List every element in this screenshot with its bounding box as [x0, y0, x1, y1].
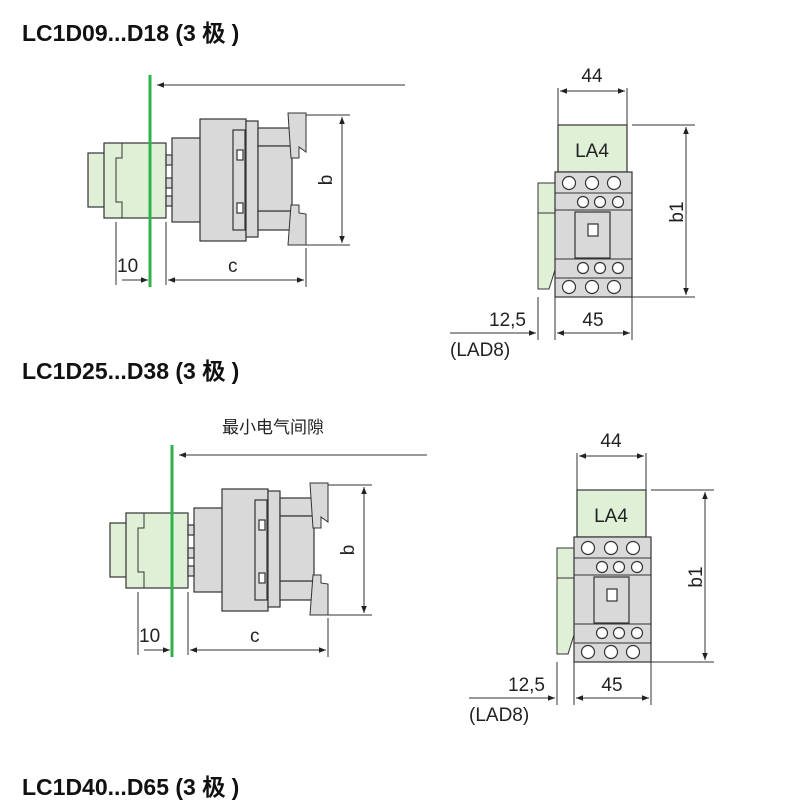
b1-label: b1	[667, 201, 688, 222]
contactor-rear	[257, 145, 293, 212]
coil-terminal	[606, 588, 618, 602]
bottom-rail-clip	[309, 574, 329, 616]
ten-label: 10	[117, 256, 138, 277]
contactor-mid	[245, 120, 259, 238]
section-title-d25-d38: LC1D25...D38 (3 极 )	[22, 358, 240, 384]
tab	[187, 547, 195, 559]
side-view-0: b 10 c	[87, 75, 405, 287]
terminal-screw	[606, 279, 622, 295]
c-label: c	[228, 256, 238, 277]
lower-arm	[279, 580, 315, 601]
terminal-screw	[625, 644, 641, 660]
top-rail-clip	[287, 112, 307, 159]
terminal-screw	[561, 175, 577, 191]
contactor-mid	[267, 490, 281, 608]
tab	[187, 524, 195, 536]
w45-label: 45	[582, 310, 603, 331]
lad8-module	[537, 182, 556, 290]
offset-label: 12,5	[489, 310, 526, 331]
terminal-screw	[561, 279, 577, 295]
la4-module	[557, 124, 628, 173]
offset-label: 12,5	[508, 675, 545, 696]
terminal-screw	[580, 540, 596, 556]
contactor-side-strip	[232, 129, 246, 231]
contactor-rear	[279, 515, 315, 582]
section-title-d40-d65: LC1D40...D65 (3 极 )	[22, 774, 240, 800]
upper-arm	[257, 127, 293, 147]
c-label: c	[250, 626, 260, 647]
terminal-screw	[584, 279, 600, 295]
ten-label: 10	[139, 626, 160, 647]
terminal-window	[258, 572, 266, 584]
b1-label: b1	[686, 566, 707, 587]
terminal-screw	[630, 560, 644, 574]
aux-block-step	[137, 513, 145, 588]
section-title-d09-d18: LC1D09...D18 (3 极 )	[22, 20, 240, 46]
w45-label: 45	[601, 675, 622, 696]
bottom-rail-clip	[287, 204, 307, 246]
terminal-screw	[630, 626, 644, 640]
aux-block-step	[115, 143, 123, 218]
lad8-label: (LAD8)	[450, 340, 510, 361]
terminal-screw	[625, 540, 641, 556]
tab	[165, 177, 173, 189]
tab	[187, 565, 195, 577]
la4-label: LA4	[575, 141, 609, 162]
w44-label: 44	[581, 66, 603, 87]
terminal-screw	[603, 540, 619, 556]
contactor-front-module	[171, 137, 203, 223]
w44-label: 44	[600, 431, 622, 452]
contactor-side-strip	[254, 499, 268, 601]
coil-window	[593, 576, 630, 624]
aux-block-front	[87, 152, 106, 208]
la4-module	[576, 489, 647, 538]
top-rail-clip	[309, 482, 329, 529]
contactor-front-module	[193, 507, 225, 593]
terminal-screw	[606, 175, 622, 191]
coil-terminal	[587, 223, 599, 237]
coil-window	[574, 211, 611, 259]
terminal-screw	[580, 644, 596, 660]
aux-block	[103, 142, 167, 219]
terminal-window	[258, 519, 266, 531]
terminal-window	[236, 202, 244, 214]
terminal-screw	[612, 626, 626, 640]
b-label: b	[338, 545, 359, 556]
lad8-module	[556, 547, 575, 655]
side-view-1: b 10 c	[109, 445, 427, 657]
terminal-screw	[593, 195, 607, 209]
terminal-screw	[576, 261, 590, 275]
aux-block-front	[109, 522, 128, 578]
terminal-screw	[603, 644, 619, 660]
tab	[165, 154, 173, 166]
tab	[165, 195, 173, 207]
terminal-window	[236, 149, 244, 161]
terminal-screw	[595, 626, 609, 640]
terminal-screw	[611, 261, 625, 275]
terminal-screw	[576, 195, 590, 209]
min-clearance-note: 最小电气间隙	[222, 418, 324, 437]
terminal-screw	[584, 175, 600, 191]
lad8-label: (LAD8)	[469, 705, 529, 726]
lower-arm	[257, 210, 293, 231]
terminal-screw	[612, 560, 626, 574]
upper-arm	[279, 497, 315, 517]
aux-block	[125, 512, 189, 589]
terminal-screw	[593, 261, 607, 275]
terminal-screw	[595, 560, 609, 574]
b-label: b	[316, 175, 337, 186]
la4-label: LA4	[594, 506, 628, 527]
terminal-screw	[611, 195, 625, 209]
